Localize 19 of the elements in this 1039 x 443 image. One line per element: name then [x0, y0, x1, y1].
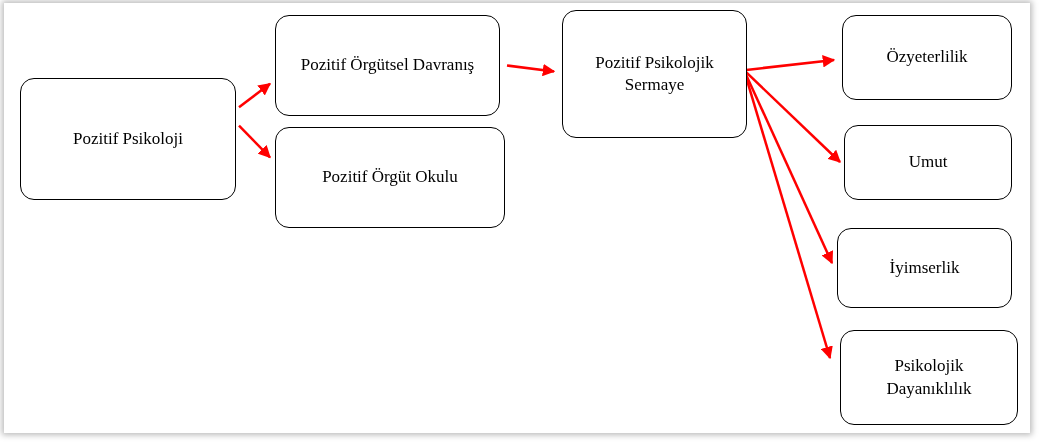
- process-box: [844, 125, 1012, 200]
- process-box: [20, 78, 236, 200]
- node-label: İyimserlik: [889, 256, 960, 279]
- process-box: [842, 15, 1012, 100]
- node-label: Pozitif Örgütsel Davranış: [300, 54, 475, 77]
- arrow: [238, 124, 271, 159]
- process-box: [840, 330, 1018, 425]
- node-label: Pozitif Psikolojik Sermaye: [594, 51, 715, 96]
- node-label: Özyeterlilik: [886, 46, 968, 69]
- node-label: Umut: [908, 151, 948, 174]
- node-label: Psikolojik Dayanıklılık: [885, 355, 973, 400]
- process-box: [837, 228, 1012, 308]
- node-label: Pozitif Psikoloji: [72, 127, 183, 150]
- arrow: [506, 63, 556, 77]
- process-box: [275, 127, 505, 228]
- node-label: Pozitif Örgüt Okulu: [322, 166, 458, 189]
- process-box: [562, 10, 747, 138]
- arrow: [238, 82, 271, 109]
- process-box: [275, 15, 500, 116]
